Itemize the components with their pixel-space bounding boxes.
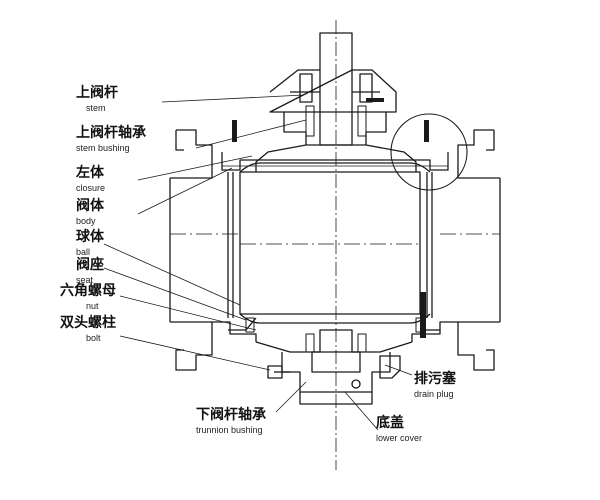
label-stem-bushing-cn: 上阀杆轴承 bbox=[76, 125, 146, 141]
left-flange bbox=[169, 129, 240, 371]
label-seat-cn: 阀座 bbox=[76, 257, 104, 273]
label-bolt: 双头螺柱 bolt bbox=[60, 316, 116, 343]
bushings bbox=[245, 105, 425, 353]
label-nut: 六角螺母 nut bbox=[60, 284, 116, 311]
label-bolt-en: bolt bbox=[86, 333, 101, 343]
label-drain-plug: 排污塞 drain plug bbox=[414, 372, 456, 399]
label-seat-en: seat bbox=[76, 275, 94, 285]
label-stem-bushing: 上阀杆轴承 stem bushing bbox=[76, 126, 146, 153]
label-drain-plug-en: drain plug bbox=[414, 389, 454, 399]
label-trunnion-bushing-cn: 下阀杆轴承 bbox=[196, 407, 266, 423]
label-stem: 上阀杆 stem bbox=[76, 86, 118, 113]
detail-circle bbox=[390, 113, 468, 191]
stem-shaft bbox=[319, 20, 353, 470]
label-lower-cover-cn: 底盖 bbox=[376, 415, 404, 431]
label-ball-en: ball bbox=[76, 247, 91, 257]
top-flange bbox=[269, 69, 397, 113]
bolts bbox=[232, 98, 429, 338]
label-stem-en: stem bbox=[86, 103, 106, 113]
label-stem-bushing-en: stem bushing bbox=[76, 143, 130, 153]
label-body: 阀体 body bbox=[76, 199, 104, 226]
right-flange bbox=[440, 129, 501, 371]
label-drain-plug-cn: 排污塞 bbox=[414, 371, 456, 387]
label-body-cn: 阀体 bbox=[76, 198, 104, 214]
leader-lines bbox=[103, 94, 413, 431]
label-seat: 阀座 seat bbox=[76, 258, 104, 285]
lower-cover bbox=[267, 351, 391, 405]
label-stem-cn: 上阀杆 bbox=[76, 85, 118, 101]
label-nut-cn: 六角螺母 bbox=[60, 283, 116, 299]
label-lower-cover: 底盖 lower cover bbox=[376, 416, 422, 443]
bonnet-neck bbox=[255, 112, 417, 172]
label-bolt-cn: 双头螺柱 bbox=[60, 315, 116, 331]
label-ball: 球体 ball bbox=[76, 230, 104, 257]
label-nut-en: nut bbox=[86, 301, 99, 311]
upper-body bbox=[221, 152, 449, 171]
drain-plug-body bbox=[351, 355, 401, 389]
label-lower-cover-en: lower cover bbox=[376, 433, 423, 443]
label-closure: 左体 closure bbox=[76, 166, 105, 193]
ball-bore bbox=[227, 162, 433, 324]
label-body-en: body bbox=[76, 216, 96, 226]
label-trunnion-bushing-en: trunnion bushing bbox=[196, 425, 263, 435]
label-trunnion-bushing: 下阀杆轴承 trunnion bushing bbox=[196, 408, 266, 435]
label-ball-cn: 球体 bbox=[76, 229, 104, 245]
label-closure-en: closure bbox=[76, 183, 106, 193]
label-closure-cn: 左体 bbox=[76, 165, 104, 181]
